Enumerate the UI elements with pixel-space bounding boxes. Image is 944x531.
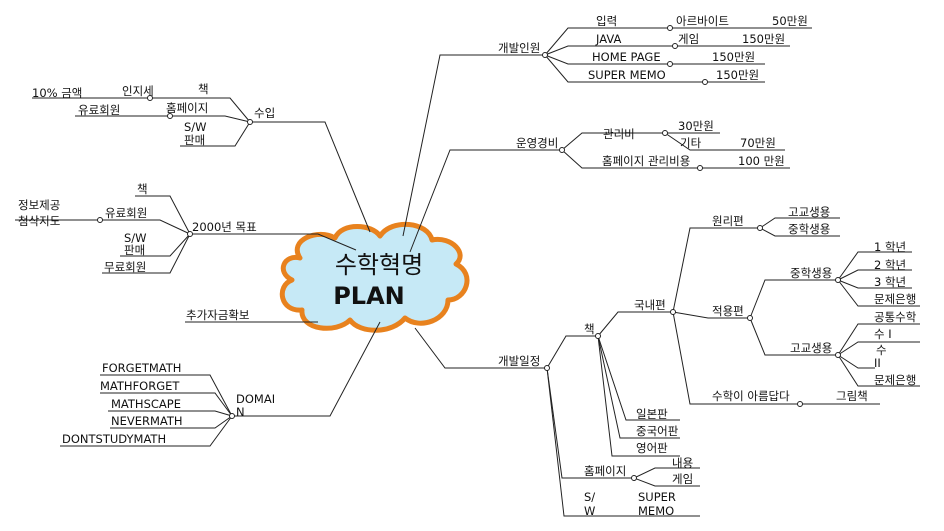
node-china: 중국어판	[636, 424, 679, 438]
node-common-math: 공통수학	[874, 310, 917, 324]
node-grade2: 2 학년	[874, 258, 907, 272]
node-game-sched: 게임	[672, 472, 694, 486]
node-supermemo2: MEMO	[638, 504, 675, 518]
node-hs-student2: 고교생용	[790, 341, 833, 355]
node-income-sales: 판매	[184, 133, 206, 147]
node-domain-item-2: MATHSCAPE	[111, 397, 181, 411]
node-mgmt-cost: 30만원	[678, 119, 714, 133]
node-game: 게임	[678, 32, 700, 46]
node-domain-1: DOMAI	[236, 392, 276, 406]
node-ms-student2: 중학생용	[790, 266, 833, 280]
node-goal-free-member: 무료회원	[104, 260, 147, 274]
node-domain-item-1: MATHFORGET	[100, 379, 180, 393]
node-part-time: 아르바이트	[676, 14, 729, 28]
node-english: 영어판	[636, 441, 668, 455]
node-homepage: HOME PAGE	[592, 50, 661, 64]
node-domain-2: N	[236, 405, 245, 419]
node-pct: 10% 금액	[32, 86, 83, 100]
node-supermemo-cost: 150만원	[716, 68, 760, 82]
node-principle: 원리편	[712, 214, 744, 228]
center-title: 수학혁명	[334, 251, 424, 279]
node-schedule: 개발일정	[498, 354, 541, 368]
node-mgmt: 관리비	[603, 127, 635, 141]
node-income: 수입	[254, 106, 276, 120]
node-goal-sw: S/W	[124, 231, 147, 245]
node-royalty: 인지세	[122, 84, 154, 98]
node-sw2: W	[584, 504, 596, 518]
node-java: JAVA	[596, 32, 622, 46]
node-hp-mgmt-cost: 100 만원	[738, 154, 785, 168]
node-homepage-cost: 150만원	[712, 50, 756, 64]
node-domestic: 국내편	[634, 298, 666, 312]
node-hp-mgmt: 홈페이지 관리비용	[602, 154, 691, 168]
node-su2a: 수	[876, 343, 887, 357]
node-content: 내용	[672, 456, 694, 470]
node-book: 책	[584, 322, 595, 336]
node-supermemo: SUPER MEMO	[588, 68, 666, 82]
node-goal-sales: 판매	[124, 243, 146, 257]
node-part-time-cost: 50만원	[772, 14, 808, 28]
node-homepage-sched: 홈페이지	[584, 464, 627, 478]
node-goal-book: 책	[137, 182, 148, 196]
node-su2b: II	[874, 356, 881, 370]
connector-dots	[97, 25, 841, 481]
node-problem-bank2: 문제은행	[874, 373, 917, 387]
node-staff: 개발인원	[498, 41, 541, 55]
node-beautiful: 수학이 아름답다	[712, 389, 790, 403]
center-cloud-shape	[279, 221, 470, 333]
node-goal-correction: 첨삭지도	[18, 214, 61, 228]
node-domain-item-0: FORGETMATH	[102, 361, 182, 375]
center-subtitle: PLAN	[333, 282, 405, 310]
node-applied: 적용편	[712, 304, 744, 318]
node-etc-cost: 70만원	[740, 136, 776, 150]
node-income-sw: S/W	[184, 120, 207, 134]
node-ms-student: 중학생용	[788, 222, 831, 236]
node-problem-bank: 문제은행	[874, 292, 917, 306]
node-income-homepage: 홈페이지	[166, 101, 209, 115]
node-income-paid-member: 유료회원	[78, 103, 121, 117]
node-hs-student: 고교생용	[788, 205, 831, 219]
node-input: 입력	[596, 14, 618, 28]
node-goal2000: 2000년 목표	[192, 220, 257, 234]
node-domain-item-3: NEVERMATH	[111, 414, 183, 428]
node-su1: 수 I	[874, 327, 892, 341]
node-etc: 기타	[680, 136, 702, 150]
node-japan: 일본판	[636, 407, 668, 421]
node-income-book: 책	[198, 82, 209, 96]
node-picture-book: 그림책	[836, 389, 868, 403]
node-supermemo1: SUPER	[638, 490, 676, 504]
node-funding: 추가자금확보	[186, 308, 250, 322]
node-grade3: 3 학년	[874, 275, 907, 289]
node-ops: 운영경비	[516, 136, 559, 150]
node-goal-paid-member: 유료회원	[105, 206, 148, 220]
node-domain-item-4: DONTSTUDYMATH	[62, 432, 167, 446]
node-game-cost: 150만원	[742, 32, 786, 46]
node-grade1: 1 학년	[874, 240, 907, 254]
node-sw1: S/	[584, 490, 596, 504]
node-goal-info: 정보제공	[18, 198, 61, 212]
